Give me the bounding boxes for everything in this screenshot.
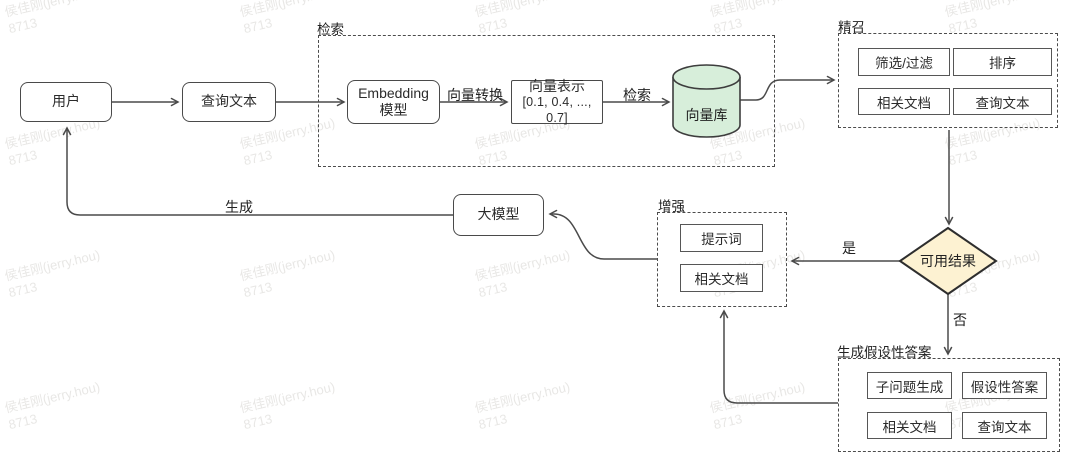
recall-item-query-text[interactable]: 查询文本 — [953, 88, 1052, 115]
watermark: 侯佳刚(jerry.hou)8713 — [3, 247, 102, 301]
hypothetical-container — [838, 358, 1060, 452]
watermark: 侯佳刚(jerry.hou)8713 — [238, 247, 337, 301]
recall-item-filter[interactable]: 筛选/过滤 — [858, 48, 950, 76]
hypothetical-item-answer[interactable]: 假设性答案 — [962, 372, 1047, 399]
llm-node[interactable]: 大模型 — [453, 194, 544, 236]
recall-item-related-docs[interactable]: 相关文档 — [858, 88, 950, 115]
watermark: 侯佳刚(jerry.hou)8713 — [238, 379, 337, 433]
edge-label-no: 否 — [953, 312, 967, 328]
watermark: 侯佳刚(jerry.hou)8713 — [708, 379, 807, 433]
query-text-node[interactable]: 查询文本 — [182, 82, 276, 122]
augment-item-prompt[interactable]: 提示词 — [680, 224, 763, 252]
edge-augment-to-llm — [548, 209, 657, 260]
vector-representation-values: [0.1, 0.4, ..., 0.7] — [522, 95, 592, 125]
augment-container-label: 增强 — [658, 199, 685, 214]
watermark: 侯佳刚(jerry.hou)8713 — [3, 115, 102, 169]
embedding-model-node[interactable]: Embedding模型 — [347, 80, 440, 124]
recall-container — [838, 33, 1058, 128]
edge-label-generate: 生成 — [225, 199, 253, 215]
vector-db-label[interactable]: 向量库 — [685, 107, 728, 123]
decision-label[interactable]: 可用结果 — [920, 253, 976, 269]
edge-label-yes: 是 — [842, 240, 856, 256]
watermark: 侯佳刚(jerry.hou)8713 — [3, 379, 102, 433]
edge-label-retrieve: 检索 — [623, 87, 651, 103]
watermark: 侯佳刚(jerry.hou)8713 — [473, 379, 572, 433]
recall-item-sort[interactable]: 排序 — [953, 48, 1052, 76]
vector-representation-node[interactable]: 向量表示 [0.1, 0.4, ..., 0.7] — [511, 77, 603, 125]
watermark: 侯佳刚(jerry.hou)8713 — [708, 0, 807, 37]
augment-item-related-docs[interactable]: 相关文档 — [680, 264, 763, 292]
vector-representation-title: 向量表示 — [529, 77, 585, 94]
user-node[interactable]: 用户 — [20, 82, 112, 122]
hypothetical-item-subquestion[interactable]: 子问题生成 — [867, 372, 952, 399]
retrieval-container — [318, 35, 775, 167]
augment-container — [657, 212, 787, 307]
watermark: 侯佳刚(jerry.hou)8713 — [943, 0, 1042, 37]
edge-hypo-to-augment — [719, 309, 838, 404]
recall-container-label: 精召 — [838, 20, 865, 35]
edge-label-vector-convert: 向量转换 — [447, 87, 503, 103]
hypothetical-item-related-docs[interactable]: 相关文档 — [867, 412, 952, 439]
watermark: 侯佳刚(jerry.hou)8713 — [3, 0, 102, 37]
hypothetical-container-label: 生成假设性答案 — [837, 345, 932, 360]
hypothetical-item-query-text[interactable]: 查询文本 — [962, 412, 1047, 439]
retrieval-container-label: 检索 — [317, 22, 344, 37]
watermark: 侯佳刚(jerry.hou)8713 — [473, 247, 572, 301]
watermark: 侯佳刚(jerry.hou)8713 — [473, 0, 572, 37]
